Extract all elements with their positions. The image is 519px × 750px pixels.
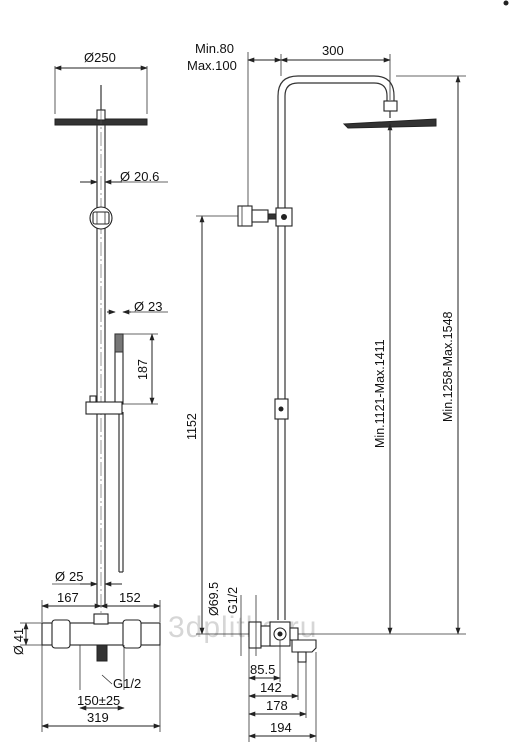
dim-depth-1: 85.5 [250, 662, 275, 677]
front-holder [85, 401, 123, 415]
dim-arm-max: Max.100 [187, 58, 237, 73]
dim-head-diameter: Ø250 [84, 50, 116, 65]
dim-total-width: 319 [87, 710, 109, 725]
dim-depth-3: 178 [266, 698, 288, 713]
dim-left-offset: 167 [57, 590, 79, 605]
dim-depth-2: 142 [260, 680, 282, 695]
dim-body-diameter: 41 [12, 628, 26, 642]
side-shower-arm [277, 75, 395, 104]
front-view: Ø250 Ø 20.6 Ø 23 187 [12, 50, 168, 732]
dim-overall-height: 1152 [185, 413, 199, 440]
dim-pipe-diameter-symbol: Ø [120, 169, 130, 184]
dim-fixing-height: Min.1121-Max.1411 [373, 339, 387, 448]
dim-escutcheon-diameter: Ø69.5 [207, 582, 221, 616]
dim-handshower-diameter: 23 [148, 299, 162, 314]
dim-valve-diameter-symbol: Ø [55, 569, 65, 584]
dim-body-diameter-symbol: Ø [12, 645, 26, 655]
dim-handshower-diameter-symbol: Ø [134, 299, 144, 314]
side-view: Min.80 Max.100 300 1152 Min.1121-Max.141… [185, 41, 466, 742]
dim-right-offset: 152 [119, 590, 141, 605]
dim-valve-diameter: 25 [69, 569, 83, 584]
dim-total-height: Min.1258-Max.1548 [441, 311, 455, 422]
dim-pipe-diameter: 20.6 [134, 169, 159, 184]
dim-depth-4: 194 [270, 720, 292, 735]
dim-front-thread: G1/2 [113, 676, 141, 691]
side-wall-bracket [237, 205, 293, 227]
dim-arm-reach: 300 [322, 43, 344, 58]
side-thermostat-body [248, 621, 317, 663]
corner-dot [503, 0, 509, 6]
dim-side-thread: G1/2 [226, 587, 240, 614]
dim-handshower-length: 187 [136, 359, 150, 380]
dim-inlet-spacing: 150±25 [77, 693, 120, 708]
dim-arm-min: Min.80 [195, 41, 234, 56]
